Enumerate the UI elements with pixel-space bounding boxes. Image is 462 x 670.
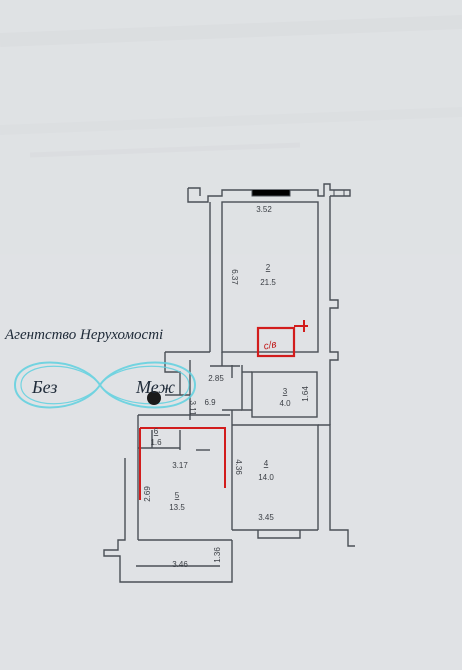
room-number: 2 (266, 263, 271, 272)
room-area: 6.9 (204, 398, 216, 407)
room-number: 3 (283, 387, 288, 396)
room-labels: 2 21.5 3 4.0 4 14.0 5 13.5 6 1.6 6.9 (150, 263, 291, 512)
dimension-label: 3.46 (172, 560, 188, 569)
room-area: 13.5 (169, 503, 185, 512)
room-area: 21.5 (260, 278, 276, 287)
walls (103, 183, 355, 583)
dimension-label: 1.36 (213, 547, 222, 563)
watermark: Агентство Нерухомості Без Меж (4, 327, 175, 397)
agency-name: Агентство Нерухомості (4, 327, 163, 343)
room-number: 5 (175, 491, 180, 500)
dimension-label: 6.37 (230, 269, 239, 285)
key-dot-icon (147, 391, 161, 405)
dimension-labels: 3.52 6.37 2.85 1.64 3.11 3.17 4.36 2.69 … (143, 205, 310, 569)
dimension-label: 3.45 (258, 513, 274, 522)
dimension-label: 3.52 (256, 205, 272, 214)
bathroom-marker: с/в (263, 339, 278, 352)
window-marks (251, 190, 345, 197)
room-area: 1.6 (150, 438, 162, 447)
brand-left: Без (31, 377, 57, 397)
dimension-label: 2.69 (143, 486, 152, 502)
dimension-label: 2.85 (208, 374, 224, 383)
room-area: 14.0 (258, 473, 274, 482)
room-number: 6 (154, 427, 159, 436)
red-markings (139, 320, 308, 500)
dimension-label: 1.64 (301, 386, 310, 402)
infinity-logo-icon (13, 361, 197, 409)
brand-right: Меж (135, 377, 175, 397)
dimension-label: 3.17 (172, 461, 188, 470)
dimension-label: 3.11 (188, 401, 197, 417)
room-number: 4 (264, 459, 269, 468)
room-area: 4.0 (279, 399, 291, 408)
dimension-label: 4.36 (234, 459, 243, 475)
